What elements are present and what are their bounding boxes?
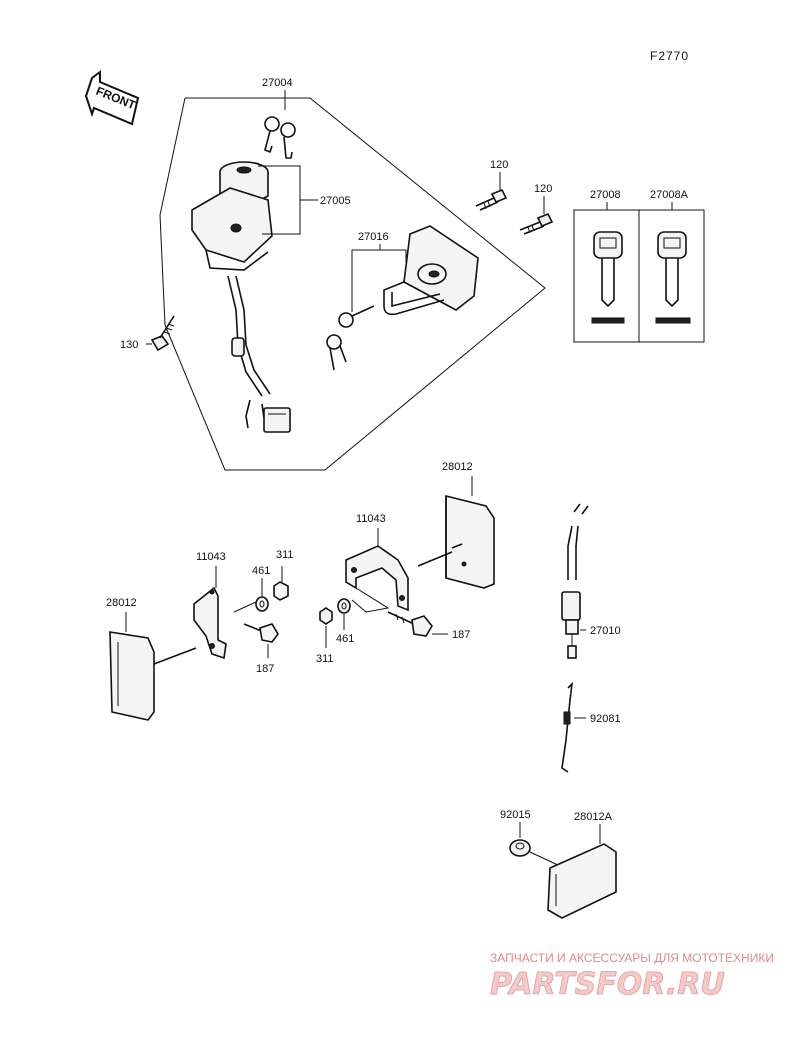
part-label-92015: 92015 [500, 809, 531, 821]
ignition-switch [191, 161, 273, 271]
switch-connector [263, 407, 291, 433]
screw-130 [150, 315, 175, 352]
washer-461-left [255, 596, 269, 612]
helmet-lock-keys [326, 305, 375, 371]
reflector-28012A [547, 843, 617, 919]
nut-92015 [509, 839, 531, 857]
part-label-27004: 27004 [262, 77, 293, 89]
part-label-28012-left: 28012 [106, 597, 137, 609]
helmet-lock [383, 225, 479, 316]
switch-27010 [561, 503, 589, 659]
reference-code: F2770 [650, 49, 689, 63]
ignition-group-outline [159, 97, 546, 471]
nut-311-mid [319, 607, 333, 625]
part-label-311-mid: 311 [316, 653, 334, 665]
watermark-brand: PARTSFOR.RU [490, 967, 725, 1002]
watermark-tagline: ЗАПЧАСТИ И АКСЕССУАРЫ ДЛЯ МОТОТЕХНИКИ [490, 951, 774, 965]
part-label-120-a: 120 [490, 159, 508, 171]
spring-92081 [561, 681, 574, 773]
part-label-311-left: 311 [276, 549, 294, 561]
bracket-11043-left [193, 586, 227, 660]
bolt-120-upper [475, 188, 508, 211]
bolt-187-mid [387, 611, 433, 637]
part-label-27005: 27005 [320, 195, 351, 207]
part-label-28012-top: 28012 [442, 461, 473, 473]
part-label-461-left: 461 [252, 565, 270, 577]
part-label-130: 130 [120, 339, 138, 351]
bolt-120-lower [519, 212, 554, 235]
part-label-92081: 92081 [590, 713, 621, 725]
part-label-11043-mid: 11043 [356, 513, 386, 525]
part-label-187-left: 187 [256, 663, 274, 675]
ignition-keys [264, 90, 296, 159]
key-blank-27008 [591, 231, 625, 324]
part-label-120-b: 120 [534, 183, 552, 195]
reflector-28012-left [109, 631, 197, 721]
part-label-27008: 27008 [590, 189, 621, 201]
reflector-28012-top [445, 494, 495, 589]
bracket-11043-mid [345, 543, 463, 613]
part-label-27010: 27010 [590, 625, 621, 637]
nut-311-left [273, 581, 289, 601]
bolt-187-left [243, 623, 279, 643]
part-label-461-mid: 461 [336, 633, 354, 645]
part-label-11043-left: 11043 [196, 551, 226, 563]
part-label-27016: 27016 [358, 231, 389, 243]
washer-461-mid [337, 598, 351, 614]
bracket-27016 [351, 249, 407, 312]
part-label-27008A: 27008A [650, 189, 689, 201]
part-label-28012A: 28012A [574, 811, 613, 823]
front-arrow-icon: FRONT [84, 70, 140, 126]
part-label-187-mid: 187 [452, 629, 470, 641]
key-blank-27008A [655, 231, 691, 324]
